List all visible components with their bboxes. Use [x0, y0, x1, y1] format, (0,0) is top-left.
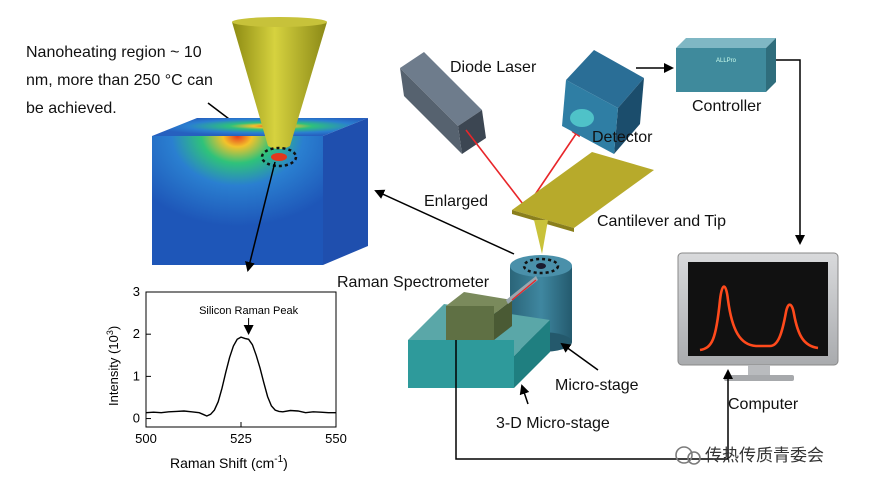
spectrum-arrow — [245, 161, 276, 272]
diode-laser-end — [458, 110, 486, 154]
spectrometer-side — [494, 300, 512, 340]
cantilever — [512, 152, 654, 254]
enlarged-label: Enlarged — [424, 193, 488, 210]
series-line — [145, 336, 336, 417]
diode-laser-label: Diode Laser — [450, 59, 537, 76]
cantilever-top — [512, 152, 654, 228]
tip-cone-top — [232, 17, 327, 27]
controller-side — [766, 38, 776, 92]
monitor-neck — [748, 365, 770, 375]
stage-3d-front-block — [408, 340, 514, 388]
raman-spectrometer — [446, 276, 538, 340]
spectrometer-front — [446, 306, 494, 340]
wechat-icon — [675, 446, 693, 464]
enlarged-arrow — [374, 189, 515, 255]
controller-label: Controller — [692, 98, 762, 115]
detector-side — [614, 78, 644, 154]
micro-stage-3d-arrow — [519, 384, 530, 405]
y-tick-label: 2 — [133, 326, 140, 341]
diode-laser — [400, 52, 486, 154]
micro-stage-label: Micro-stage — [555, 377, 639, 394]
detector-lens — [570, 109, 594, 127]
nanoheating-region-circle — [260, 146, 298, 168]
monitor-spectrum-curve — [699, 285, 819, 352]
controller-box: ALLPro — [676, 38, 776, 92]
wechat-icon-small — [687, 451, 701, 465]
raman-spectrometer-label: Raman Spectrometer — [337, 274, 490, 291]
watermark: 传热传质青委会 — [675, 446, 824, 465]
controller-front — [676, 48, 766, 92]
controller-top — [676, 38, 776, 48]
monitor-stand — [724, 375, 794, 381]
micro-stage-arrow — [560, 342, 599, 371]
block-top-face — [152, 118, 368, 136]
micro-stage-3d-label: 3-D Micro-stage — [496, 415, 610, 432]
cantilever-tip — [534, 220, 548, 254]
diode-laser-side — [400, 68, 462, 154]
incident-laser-beam — [465, 129, 527, 209]
x-tick-label: 550 — [325, 431, 347, 446]
annotation-line-3: be achieved. — [26, 100, 117, 117]
x-tick-label: 525 — [230, 431, 252, 446]
x-axis-label: Raman Shift (cm-1) — [170, 454, 288, 471]
detector-label: Detector — [592, 129, 653, 146]
block-front-rect — [152, 136, 323, 265]
afm-tip-cone — [232, 17, 327, 149]
computer-monitor — [677, 252, 839, 381]
spectrometer-beam — [511, 279, 537, 301]
controller-to-computer-arrow — [776, 59, 805, 245]
hot-spot — [271, 153, 287, 161]
computer-label: Computer — [728, 396, 799, 413]
sample-spot — [536, 263, 546, 269]
spectrometer-to-computer-arrow — [455, 340, 733, 460]
block-side-face — [323, 118, 368, 265]
peak-annotation: Silicon Raman Peak — [199, 305, 299, 317]
annotation-line-1: Nanoheating region ~ 10 — [26, 44, 202, 61]
controller-brand: ALLPro — [716, 58, 737, 64]
diode-laser-top — [400, 52, 482, 126]
micro-stage-3d — [408, 304, 550, 388]
x-tick-label: 500 — [135, 431, 157, 446]
heated-sample-block — [152, 118, 368, 265]
chart-ticks: 500 525 550 0 1 2 3 — [133, 284, 347, 446]
y-tick-label: 1 — [133, 368, 140, 383]
nanoheating-annotation: Nanoheating region ~ 10 nm, more than 25… — [26, 44, 213, 117]
cantilever-label: Cantilever and Tip — [597, 213, 726, 230]
raman-chart: 500 525 550 0 1 2 3 Silicon Raman Peak Raman S… — [105, 284, 347, 471]
tip-cone-body — [232, 22, 327, 149]
detector-top — [566, 50, 644, 108]
detector — [562, 50, 644, 154]
watermark-text: 传热传质青委会 — [705, 446, 824, 465]
y-axis-label: Intensity (103) — [105, 326, 121, 406]
annotation-line-2: nm, more than 250 °C can — [26, 72, 213, 89]
stage-3d-side — [514, 320, 550, 388]
y-tick-label: 0 — [133, 411, 140, 426]
enlarged-region-circle — [522, 257, 560, 275]
y-tick-label: 3 — [133, 284, 140, 299]
spectrometer-probe — [506, 276, 538, 304]
